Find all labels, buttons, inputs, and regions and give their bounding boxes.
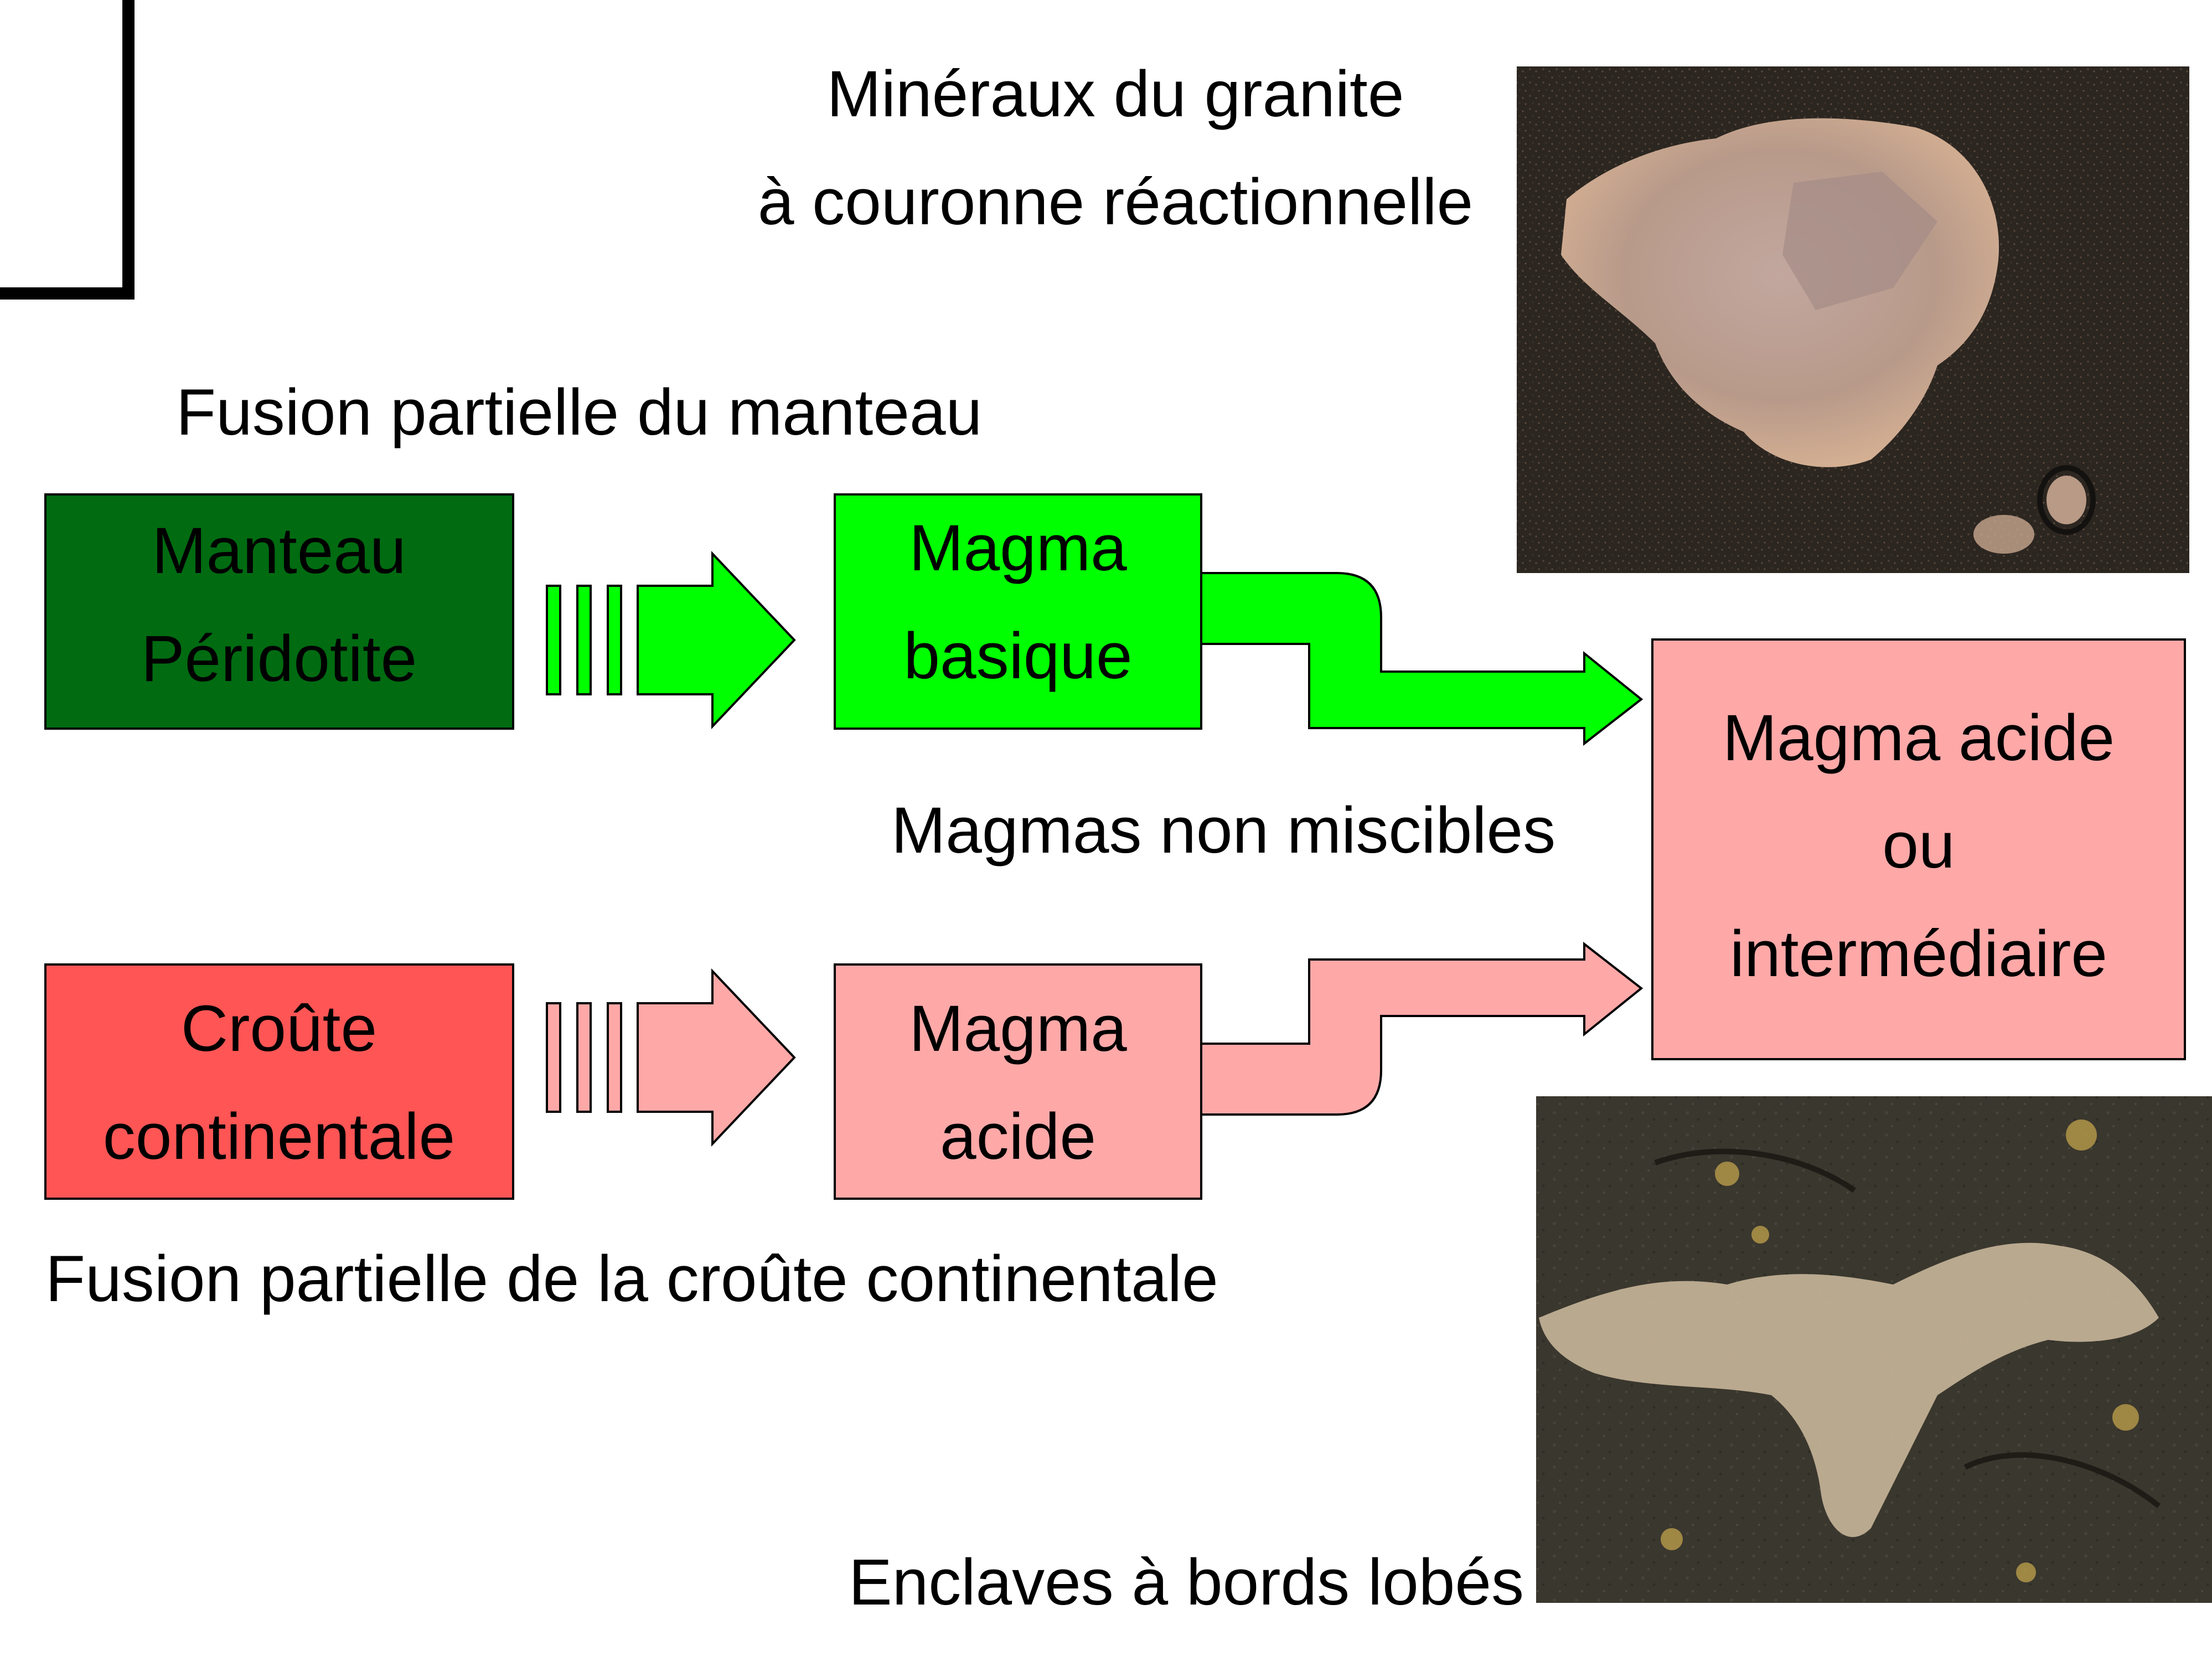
mantle-box: Manteau Péridotite: [44, 493, 514, 730]
mantle-box-line2: Péridotite: [141, 622, 417, 695]
basic-magma-box: Magma basique: [834, 493, 1202, 730]
crust-box-line1: Croûte: [181, 992, 377, 1065]
fusion-arrow-pink: [546, 968, 796, 1147]
basic-magma-line2: basique: [903, 620, 1132, 693]
acid-to-mixed-arrow: [1200, 941, 1644, 1116]
non-miscible-caption: Magmas non miscibles: [891, 794, 1555, 867]
corner-bracket: [0, 0, 135, 300]
mixed-magma-line2: ou: [1882, 809, 1955, 882]
crust-box: Croûte continentale: [44, 963, 514, 1200]
acid-magma-line1: Magma: [909, 992, 1127, 1065]
basic-magma-line1: Magma: [909, 512, 1127, 585]
minerals-caption-line2: à couronne réactionnelle: [758, 166, 1473, 239]
acid-magma-box: Magma acide: [834, 963, 1202, 1200]
granite-crystal-photo: [1517, 66, 2189, 573]
mixed-magma-line3: intermédiaire: [1730, 917, 2107, 991]
mantle-fusion-caption: Fusion partielle du manteau: [176, 376, 982, 449]
fusion-arrow-green: [546, 550, 796, 730]
mantle-box-line1: Manteau: [152, 514, 406, 587]
lobed-enclaves-photo: [1536, 1096, 2212, 1603]
mixed-magma-box: Magma acide ou intermédiaire: [1651, 638, 2186, 1060]
crust-fusion-caption: Fusion partielle de la croûte continenta…: [45, 1242, 1218, 1316]
mixed-magma-line1: Magma acide: [1723, 701, 2115, 775]
acid-magma-line2: acide: [940, 1100, 1096, 1173]
basic-to-mixed-arrow: [1200, 572, 1644, 746]
enclaves-caption: Enclaves à bords lobés: [849, 1546, 1524, 1619]
minerals-caption-line1: Minéraux du granite: [827, 58, 1404, 131]
crust-box-line2: continentale: [103, 1100, 455, 1173]
